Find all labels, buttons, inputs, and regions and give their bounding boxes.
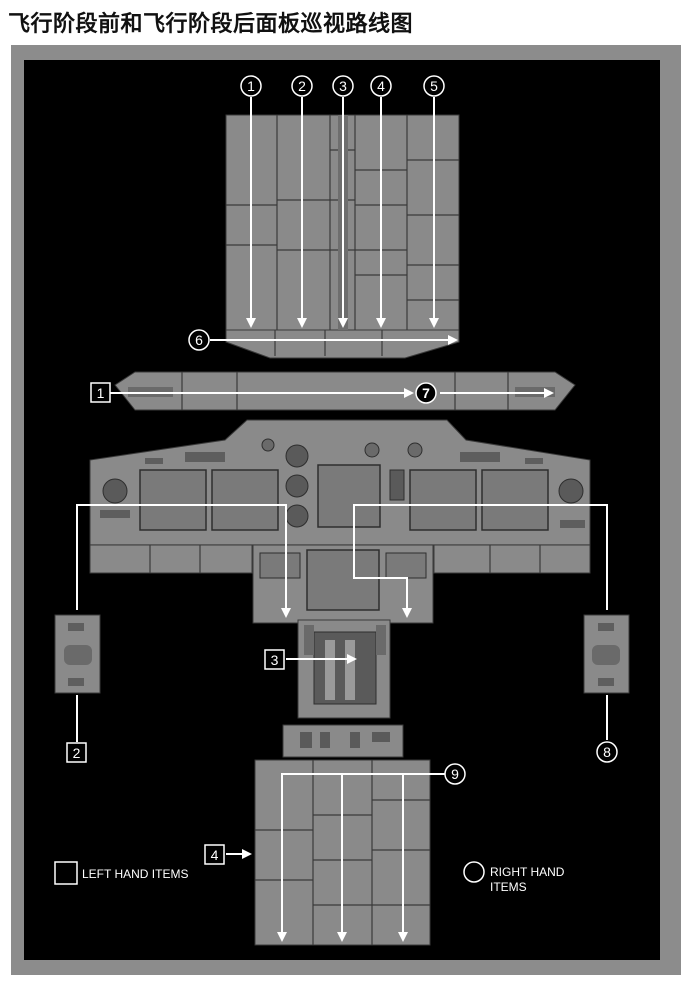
circle-marker-2: 2 xyxy=(291,75,313,97)
circle-marker-6: 6 xyxy=(188,329,210,351)
circle-marker-1: 1 xyxy=(240,75,262,97)
legend-right-hand: RIGHT HAND ITEMS xyxy=(463,861,565,894)
circle-marker-9: 9 xyxy=(444,763,466,785)
page-title: 飞行阶段前和飞行阶段后面板巡视路线图 xyxy=(8,12,414,37)
aft-pedestal xyxy=(254,724,431,946)
circle-marker-7-label: 7 xyxy=(422,385,430,401)
square-marker-3-label: 3 xyxy=(271,652,279,668)
circle-marker-4-label: 4 xyxy=(377,78,385,94)
circle-marker-2-label: 2 xyxy=(298,78,306,94)
square-marker-2-label: 2 xyxy=(73,745,81,761)
right-side-panel xyxy=(583,614,630,694)
circle-marker-8: 8 xyxy=(596,741,618,763)
circle-marker-9-label: 9 xyxy=(451,766,459,782)
legend-left-label: LEFT HAND ITEMS xyxy=(82,867,188,881)
circle-marker-6-label: 6 xyxy=(195,332,203,348)
circle-marker-4: 4 xyxy=(370,75,392,97)
square-marker-4: 4 xyxy=(204,844,225,865)
legend-left-hand: LEFT HAND ITEMS xyxy=(54,861,188,885)
legend-circle-symbol xyxy=(463,861,485,883)
legend-right-label-line2: ITEMS xyxy=(490,880,527,894)
control-stand xyxy=(297,619,391,719)
scan-route-arrows xyxy=(76,97,608,942)
circle-marker-3: 3 xyxy=(332,75,354,97)
circle-marker-7: 7 xyxy=(415,382,437,404)
circle-marker-8-label: 8 xyxy=(603,744,611,760)
main-instrument-panel xyxy=(89,419,591,574)
legend-square-symbol xyxy=(54,861,78,885)
left-side-panel xyxy=(54,614,101,694)
square-marker-2: 2 xyxy=(66,742,87,763)
square-marker-3: 3 xyxy=(264,649,285,670)
square-marker-1: 1 xyxy=(90,382,111,403)
square-marker-1-label: 1 xyxy=(97,385,105,401)
square-marker-4-label: 4 xyxy=(211,847,219,863)
legend-right-label-line1: RIGHT HAND xyxy=(490,865,565,879)
circle-marker-5: 5 xyxy=(423,75,445,97)
circle-marker-3-label: 3 xyxy=(339,78,347,94)
circle-marker-5-label: 5 xyxy=(430,78,438,94)
circle-marker-1-label: 1 xyxy=(247,78,255,94)
glareshield xyxy=(114,371,576,411)
